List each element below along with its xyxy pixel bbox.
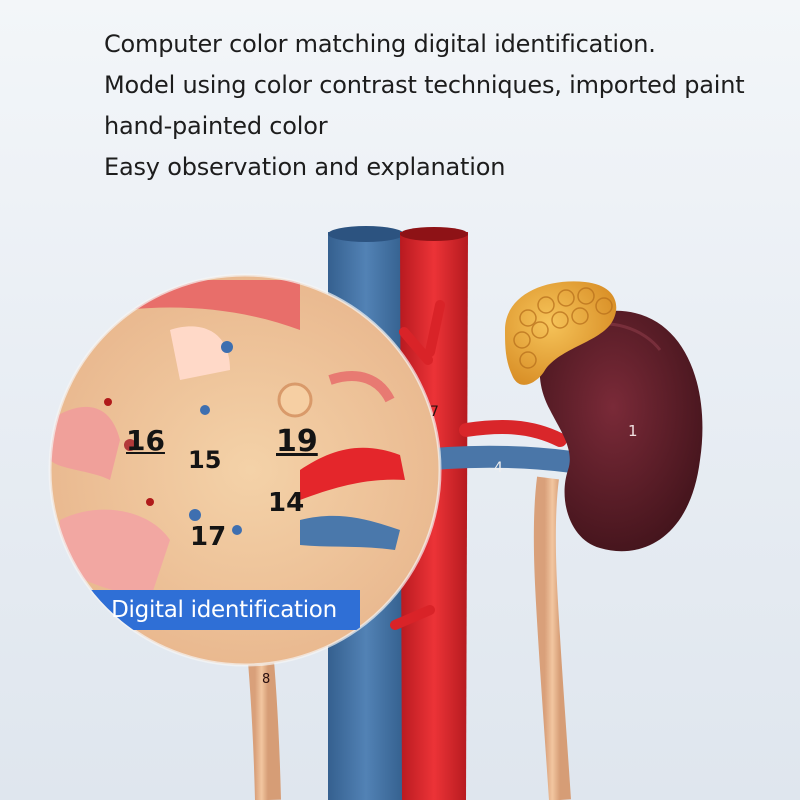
digital-identification-banner: Digital identification bbox=[111, 597, 337, 623]
feature-item: Computer color matching digital identifi… bbox=[104, 30, 656, 58]
label-15: 15 bbox=[188, 446, 222, 474]
label-14: 14 bbox=[268, 488, 305, 518]
right-ureter bbox=[533, 476, 571, 800]
feature-list: Computer color matching digital identifi… bbox=[104, 24, 745, 188]
kidney bbox=[539, 310, 703, 552]
feature-item: Easy observation and explanation bbox=[104, 153, 506, 181]
label-8: 8 bbox=[262, 672, 271, 687]
banner-bg bbox=[84, 590, 360, 630]
label-4: 4 bbox=[494, 460, 503, 476]
artery-branches bbox=[390, 300, 445, 630]
feature-item: hand-painted color bbox=[104, 112, 328, 140]
adrenal-gland bbox=[505, 281, 617, 385]
label-17: 17 bbox=[190, 522, 227, 552]
label-19: 19 bbox=[276, 424, 318, 459]
renal-artery bbox=[459, 420, 567, 447]
label-16: 16 bbox=[126, 424, 165, 457]
label-1: 1 bbox=[628, 422, 638, 440]
label-7: 7 bbox=[430, 404, 439, 420]
feature-item: Model using color contrast techniques, i… bbox=[104, 71, 745, 99]
